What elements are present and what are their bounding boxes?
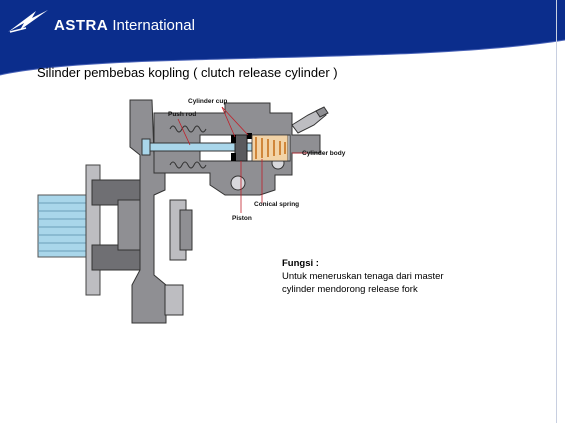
brand-logo-text: ASTRA International [54,17,195,35]
function-description: Fungsi : Untuk meneruskan tenaga dari ma… [282,257,522,296]
clutch-release-cylinder-diagram: Cylinder cup Push rod Cylinder body Coni… [30,95,350,330]
right-border-line [556,0,557,423]
astra-logo-icon [8,10,48,33]
slide-title: Silinder pembebas kopling ( clutch relea… [37,65,338,80]
header-banner: ASTRA International [0,0,565,80]
label-piston: Piston [232,215,252,222]
brand-name-rest: International [108,17,195,34]
label-push-rod: Push rod [168,111,197,118]
header-wave-shape [0,0,565,76]
diagram-drawing [37,99,329,324]
label-conical-spring: Conical spring [254,201,300,208]
label-cylinder-cup: Cylinder cup [188,98,228,105]
label-cylinder-body: Cylinder body [302,150,346,157]
function-line-1: Untuk meneruskan tenaga dari master [282,271,444,282]
brand-name-bold: ASTRA [54,17,109,34]
function-line-2: cylinder mendorong release fork [282,284,418,295]
function-title: Fungsi : [282,258,319,269]
